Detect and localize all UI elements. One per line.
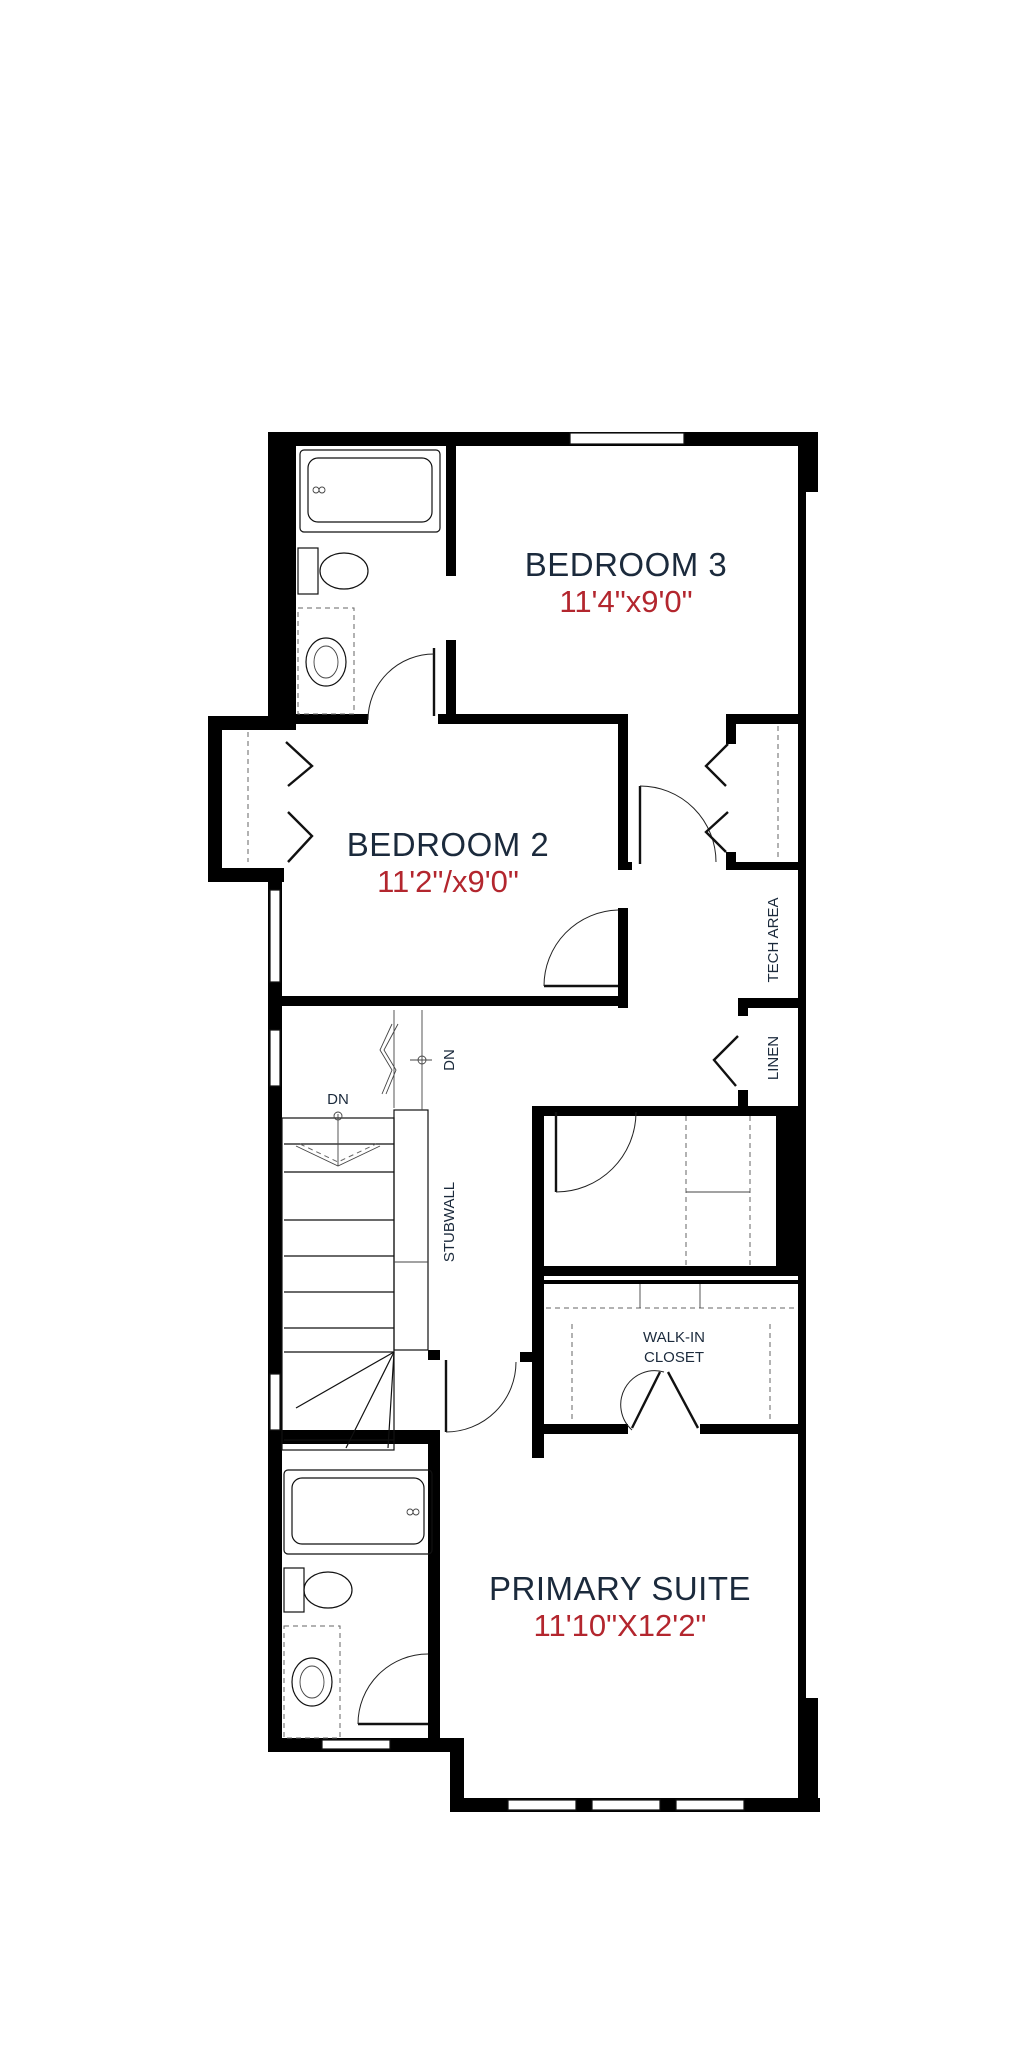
stairs-icon: [281, 1010, 432, 1451]
window-primary-3: [675, 1799, 745, 1811]
walk-in-closet-label-line1: WALK-IN: [643, 1329, 705, 1346]
window-bedroom3: [569, 432, 685, 445]
window-stair: [269, 1373, 281, 1431]
doors: [285, 648, 739, 1726]
toilet-icon: [297, 547, 369, 595]
primary-suite-dims: 11'10"X12'2": [534, 1608, 707, 1643]
windows: [269, 432, 745, 1812]
tech-area-label: TECH AREA: [765, 897, 782, 982]
window-primary-1: [507, 1799, 577, 1811]
walk-in-closet-label-line2: CLOSET: [644, 1349, 704, 1366]
sink-icon: [283, 1625, 341, 1739]
window-hall: [269, 1029, 281, 1087]
bath1-fixtures: [297, 449, 441, 715]
room-labels: BEDROOM 3 11'4"x9'0" BEDROOM 2 11'2"/x9'…: [327, 546, 782, 1643]
primary-suite-name: PRIMARY SUITE: [489, 1570, 751, 1607]
bath2-fixtures: [283, 1469, 433, 1739]
dn-stair-label: DN: [327, 1091, 349, 1108]
interior-walls: [282, 446, 798, 1746]
door-closet-b3-top: [704, 743, 729, 787]
bathtub-icon: [283, 1469, 433, 1555]
bedroom2-dims: 11'2"/x9'0": [377, 864, 519, 899]
door-closet-b2-top: [285, 741, 314, 787]
dn-landing-label: DN: [441, 1049, 458, 1071]
bedroom2-name: BEDROOM 2: [347, 826, 550, 863]
door-walkin-right: [666, 1371, 700, 1429]
toilet-icon: [283, 1567, 353, 1613]
window-primary-2: [591, 1799, 661, 1811]
bathtub-icon: [299, 449, 441, 533]
linen-label: LINEN: [765, 1036, 782, 1080]
window-bath2: [321, 1739, 391, 1750]
door-closet-b3-bottom: [704, 811, 729, 853]
sink-icon: [297, 607, 355, 715]
door-closet-b2-bottom: [287, 811, 314, 863]
door-walkin-left: [630, 1371, 662, 1429]
bedroom3-name: BEDROOM 3: [525, 546, 728, 583]
closet-shelves: [247, 726, 796, 1420]
window-bedroom2: [269, 889, 281, 983]
stubwall-label: STUBWALL: [441, 1182, 458, 1262]
door-linen: [712, 1035, 739, 1087]
bedroom3-dims: 11'4"x9'0": [559, 584, 692, 619]
